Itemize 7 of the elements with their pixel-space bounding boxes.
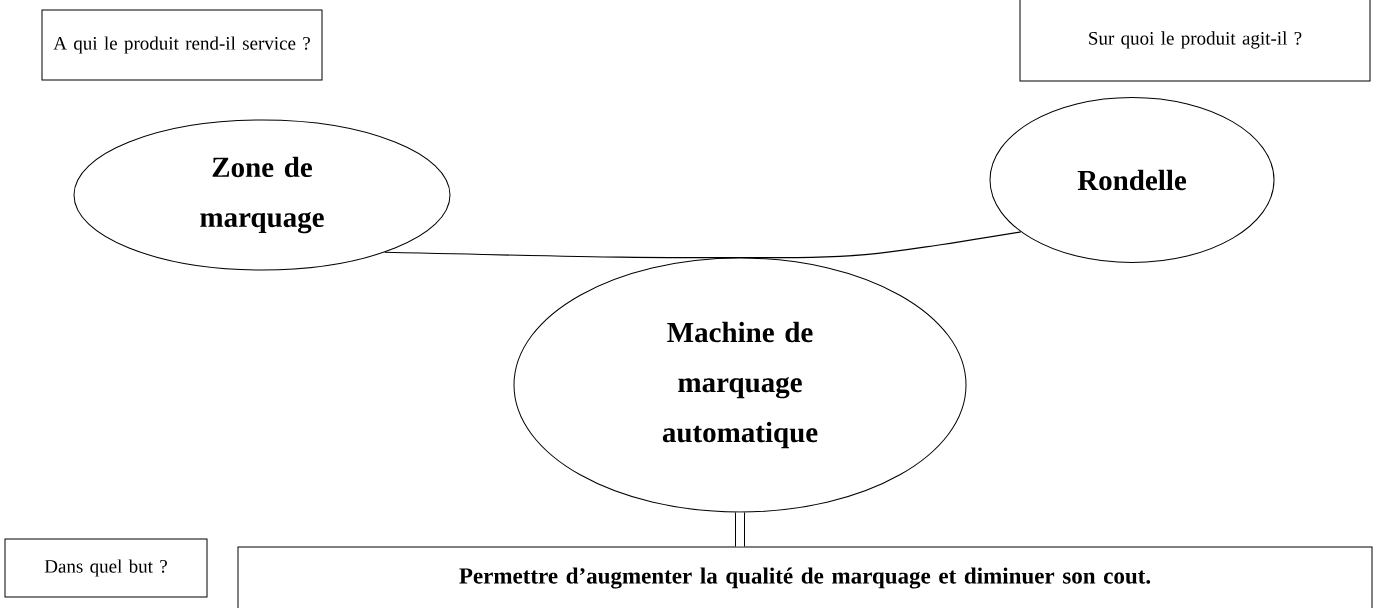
goal-box: Permettre d’augmenter la qualité de marquage et diminuer son cout.: [237, 546, 1373, 608]
horn-curve: [739, 231, 1022, 259]
question-box: Dans quel but ?: [4, 538, 208, 598]
double-connector: [735, 512, 745, 547]
horn-curve: [384, 251, 741, 259]
question-box: A qui le produit rend-il service ?: [41, 9, 323, 81]
question-box: Sur quoi le produit agit-il ?: [1019, 0, 1371, 82]
